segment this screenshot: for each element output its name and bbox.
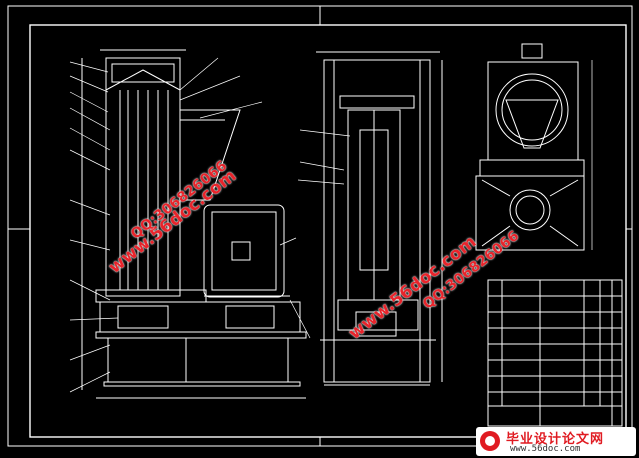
parts-list-table — [487, 279, 623, 427]
left-labels — [69, 57, 311, 393]
brand-name: 毕业设计论文网 — [506, 432, 605, 447]
side-view — [297, 51, 443, 386]
brand-logo-icon — [480, 431, 500, 451]
brand-badge: 毕业设计论文网 www.56doc.com — [476, 427, 636, 456]
inner-border — [29, 24, 627, 438]
top-view — [475, 43, 593, 251]
front-view — [81, 49, 307, 399]
brand-url: www.56doc.com — [510, 444, 581, 454]
